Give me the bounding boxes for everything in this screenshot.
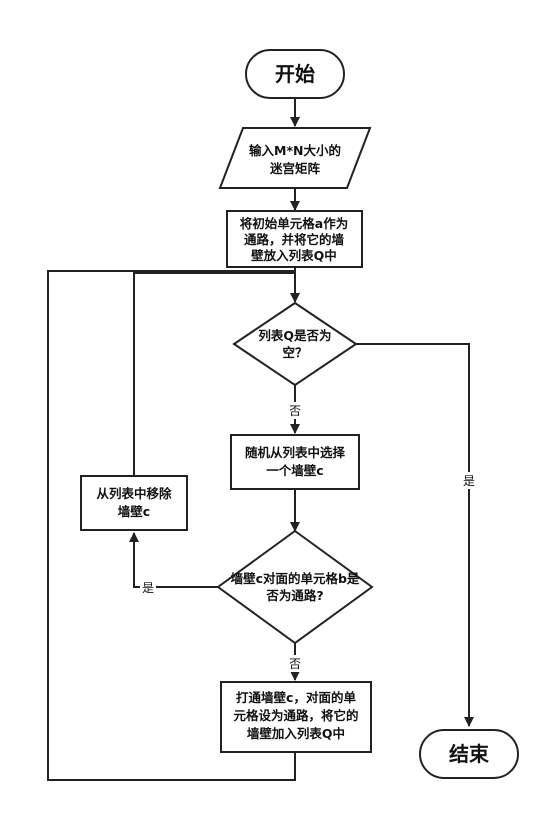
select-label-line2: 一个墙壁c xyxy=(266,463,323,478)
select-label-line1: 随机从列表中选择 xyxy=(245,445,346,460)
node-start: 开始 xyxy=(245,49,345,99)
node-input: 输入M*N大小的 迷宫矩阵 xyxy=(218,127,372,189)
input-label-line2: 迷宫矩阵 xyxy=(269,161,321,176)
decision-empty-diamond xyxy=(232,301,358,387)
node-decision-path: 墙壁c对面的单元格b是 否为通路? xyxy=(216,529,374,645)
edge-remove-to-loop xyxy=(133,272,295,475)
node-remove: 从列表中移除 墙壁c xyxy=(80,475,188,531)
end-terminal xyxy=(419,729,519,779)
edges xyxy=(47,98,474,781)
init-label-line2: 通路，并将它的墙 xyxy=(244,232,345,247)
edge-label-empty-no: 否 xyxy=(289,404,301,418)
remove-process-box xyxy=(80,475,188,531)
input-label-line1: 输入M*N大小的 xyxy=(249,143,341,158)
open-label-line3: 墙壁加入列表Q中 xyxy=(247,726,345,741)
select-process-box xyxy=(230,434,360,490)
node-init: 将初始单元格a作为 通路，并将它的墙 壁放入列表Q中 xyxy=(226,210,363,268)
input-parallelogram xyxy=(218,127,372,189)
open-label-line2: 元格设为通路，将它的 xyxy=(233,708,358,723)
edge-label-empty-yes: 是 xyxy=(463,474,475,488)
edge-decision-path-to-remove xyxy=(129,532,218,588)
open-label-line1: 打通墙壁c，对面的单 xyxy=(236,690,356,705)
open-process-box xyxy=(220,681,372,753)
init-label-line3: 壁放入列表Q中 xyxy=(251,248,337,263)
init-label-line1: 将初始单元格a作为 xyxy=(240,216,348,231)
start-label: 开始 xyxy=(275,62,315,86)
decision-path-label-line2: 否为通路? xyxy=(265,588,323,603)
node-open: 打通墙壁c，对面的单 元格设为通路，将它的 墙壁加入列表Q中 xyxy=(220,681,372,753)
decision-path-label-line1: 墙壁c对面的单元格b是 xyxy=(231,571,360,586)
node-end: 结束 xyxy=(419,729,519,779)
init-process-box xyxy=(226,210,363,268)
node-select: 随机从列表中选择 一个墙壁c xyxy=(230,434,360,490)
edge-open-to-loop xyxy=(47,270,296,781)
node-decision-empty: 列表Q是否为 空？ xyxy=(232,301,358,387)
edge-decision-empty-to-end xyxy=(356,343,474,727)
decision-path-diamond xyxy=(216,529,374,645)
remove-label-line2: 墙壁c xyxy=(118,504,150,519)
remove-label-line1: 从列表中移除 xyxy=(96,486,172,501)
decision-empty-label-line1: 列表Q是否为 xyxy=(258,328,331,343)
start-terminal xyxy=(245,49,345,99)
edge-label-path-no: 否 xyxy=(289,657,301,671)
edge-label-path-yes: 是 xyxy=(142,581,154,595)
edge-labels: 否 是 是 否 xyxy=(140,402,477,672)
end-label: 结束 xyxy=(449,742,490,766)
decision-empty-label-line2: 空？ xyxy=(282,345,307,360)
